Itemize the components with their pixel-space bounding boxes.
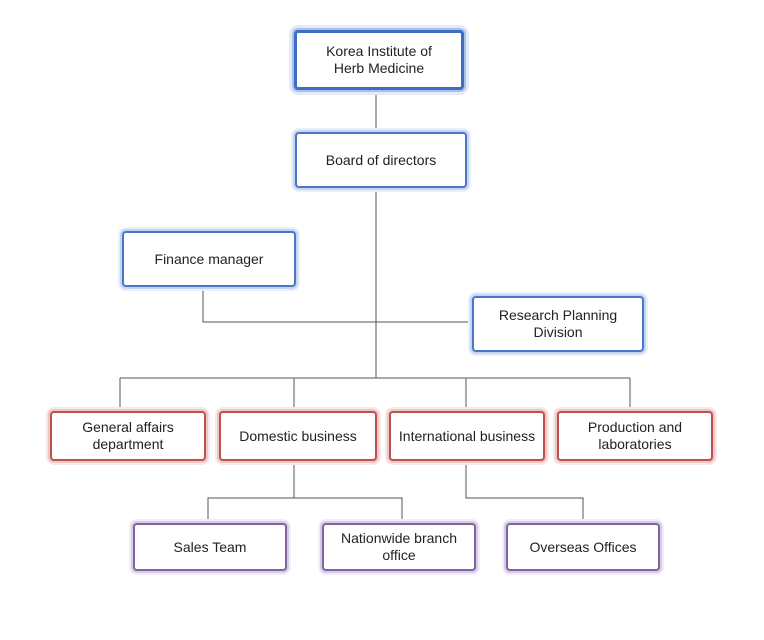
node-nationwide-branch-office-label: Nationwide branch office: [341, 530, 457, 563]
node-research-planning-division: Research Planning Division: [472, 296, 644, 352]
connector-finance-research: [202, 290, 472, 323]
node-finance-manager: Finance manager: [122, 231, 296, 287]
connector-domestic-teams: [207, 462, 295, 522]
node-sales-team-label: Sales Team: [173, 538, 247, 555]
node-general-affairs-department-label: General affairs department: [82, 419, 174, 452]
node-production-and-laboratories: Production and laboratories: [557, 411, 713, 461]
node-nationwide-branch-office: Nationwide branch office: [322, 523, 476, 571]
node-finance-manager-label: Finance manager: [154, 250, 264, 267]
node-domestic-business-label: Domestic business: [239, 427, 357, 444]
node-general-affairs-department: General affairs department: [50, 411, 206, 461]
node-korea-institute: Korea Institute of Herb Medicine: [294, 30, 464, 90]
node-international-business: International business: [389, 411, 545, 461]
node-korea-institute-label: Korea Institute of Herb Medicine: [326, 43, 432, 76]
node-domestic-business: Domestic business: [219, 411, 377, 461]
node-sales-team: Sales Team: [133, 523, 287, 571]
node-board-of-directors: Board of directors: [295, 132, 467, 188]
node-research-planning-division-label: Research Planning Division: [498, 307, 618, 340]
node-production-and-laboratories-label: Production and laboratories: [587, 419, 683, 452]
node-overseas-offices-label: Overseas Offices: [529, 538, 637, 555]
node-overseas-offices: Overseas Offices: [506, 523, 660, 571]
node-international-business-label: International business: [398, 427, 536, 444]
connector-international-overseas: [465, 462, 584, 522]
connector-domestic-nationwide: [294, 497, 403, 522]
node-board-of-directors-label: Board of directors: [325, 151, 437, 168]
